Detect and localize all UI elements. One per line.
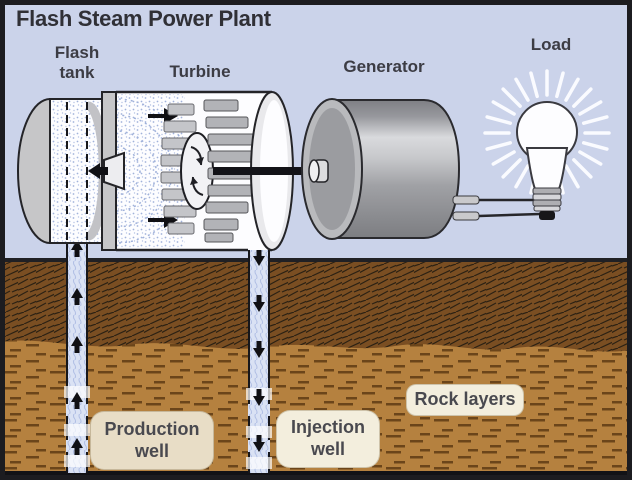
injection-well-pipe	[246, 246, 272, 473]
turbine-shaft	[213, 167, 316, 175]
generator-body	[331, 99, 461, 239]
downward-flow-arrows	[253, 249, 265, 452]
production-well-callout: Production well	[90, 411, 214, 470]
rock-layers-callout: Rock layers	[406, 384, 524, 416]
generator-end-face	[309, 108, 355, 230]
rock-layer-upper-hatch	[0, 261, 632, 352]
turbine-blades-front	[203, 99, 259, 243]
injection-well-callout: Injection well	[276, 410, 380, 468]
nozzle-arrow	[88, 163, 108, 179]
rotation-arrows	[190, 146, 204, 196]
flash-tank	[17, 97, 103, 245]
upward-flow-arrows	[71, 240, 83, 455]
flash-tank-inner-cap	[87, 101, 102, 241]
light-rays-icon	[483, 69, 611, 197]
flash-tank-left-cap	[17, 97, 51, 245]
load-bulb	[483, 69, 611, 220]
ground-surface-line	[0, 258, 632, 262]
wire-terminals	[452, 195, 480, 221]
bulb-threads	[532, 187, 562, 212]
wires	[478, 198, 541, 218]
generator-hub-face	[308, 159, 320, 183]
generator	[301, 98, 480, 240]
bulb-neck	[525, 147, 569, 190]
pipe-through-tank	[66, 102, 88, 243]
bulb-contact-tip	[539, 211, 555, 220]
